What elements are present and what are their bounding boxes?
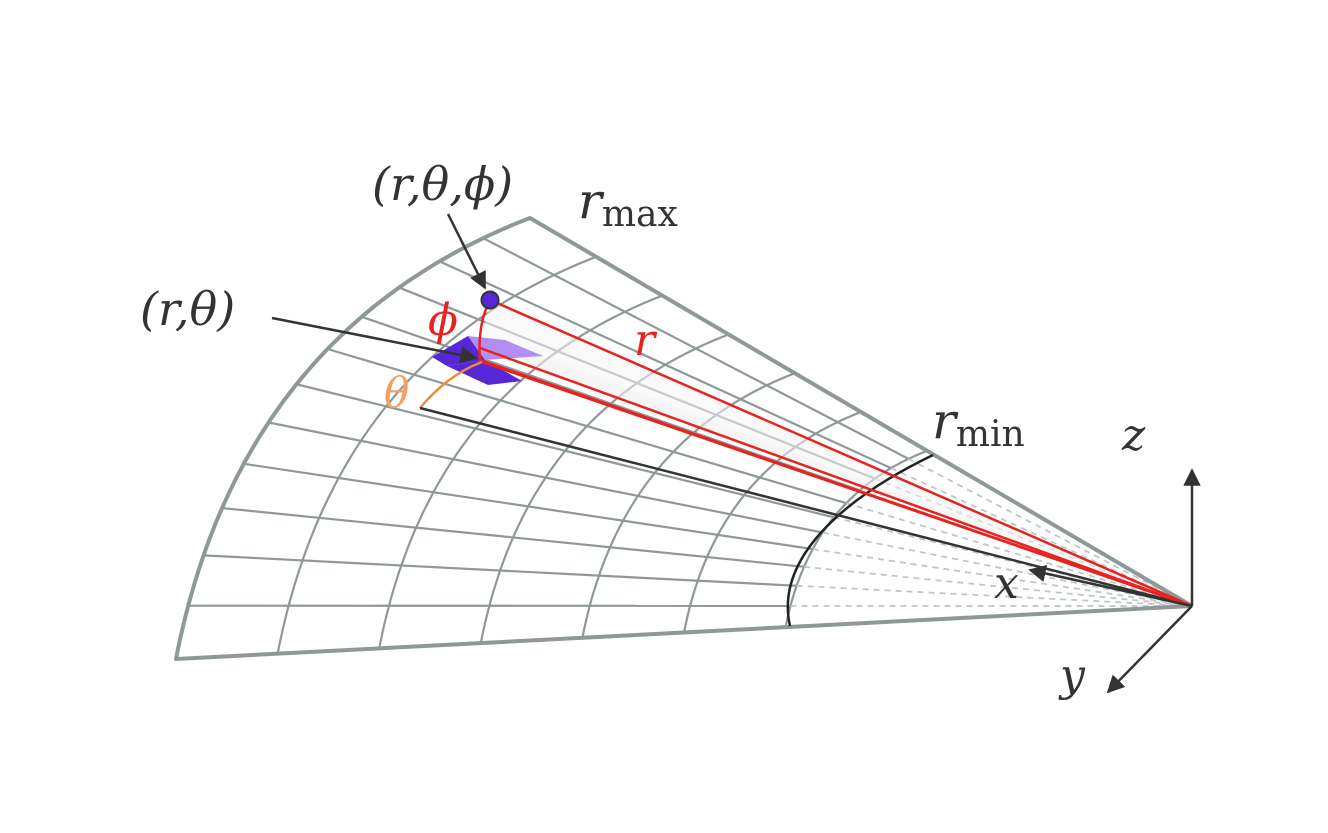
theta-base-line — [419, 406, 1193, 608]
r-line — [489, 298, 1193, 608]
label-theta: θ — [384, 368, 409, 417]
axis-y — [1106, 605, 1193, 694]
grid-arc — [378, 294, 663, 649]
label-point-3d: (r,θ,ϕ) — [372, 157, 513, 211]
dashed-ray — [908, 458, 1193, 607]
dashed-ray — [822, 531, 1193, 607]
label-axis-x: x — [994, 558, 1019, 609]
grid-arc — [276, 255, 597, 654]
label-r: r — [634, 315, 658, 366]
dashed-ray — [803, 565, 1193, 607]
label-point-2d: (r,θ) — [140, 282, 235, 336]
grid-arc — [581, 372, 796, 639]
dashed-ray — [845, 502, 1193, 607]
grid-arc — [682, 410, 862, 633]
r-min-arc — [786, 453, 934, 627]
point-2d-arrow — [271, 316, 478, 364]
label-axis-z: z — [1121, 410, 1146, 461]
axis-x — [1028, 564, 1193, 608]
dashed-ray — [812, 548, 1193, 607]
label-r-max: rmax — [578, 172, 678, 235]
grid-cell-light — [468, 336, 543, 360]
point-marker — [480, 290, 500, 310]
theta-arc — [419, 360, 483, 409]
wedge-outline — [174, 216, 1194, 661]
grid-cell-dark-lower — [447, 360, 522, 385]
cell-ray-upper — [479, 346, 1193, 608]
grid-arc — [479, 333, 730, 644]
label-axis-y: y — [1058, 650, 1086, 701]
label-r-min: rmin — [932, 392, 1025, 455]
label-phi: ϕ — [428, 295, 458, 346]
point-3d-arrow — [446, 213, 487, 290]
grid-lines — [188, 237, 928, 654]
cell-center-line — [481, 360, 1193, 608]
